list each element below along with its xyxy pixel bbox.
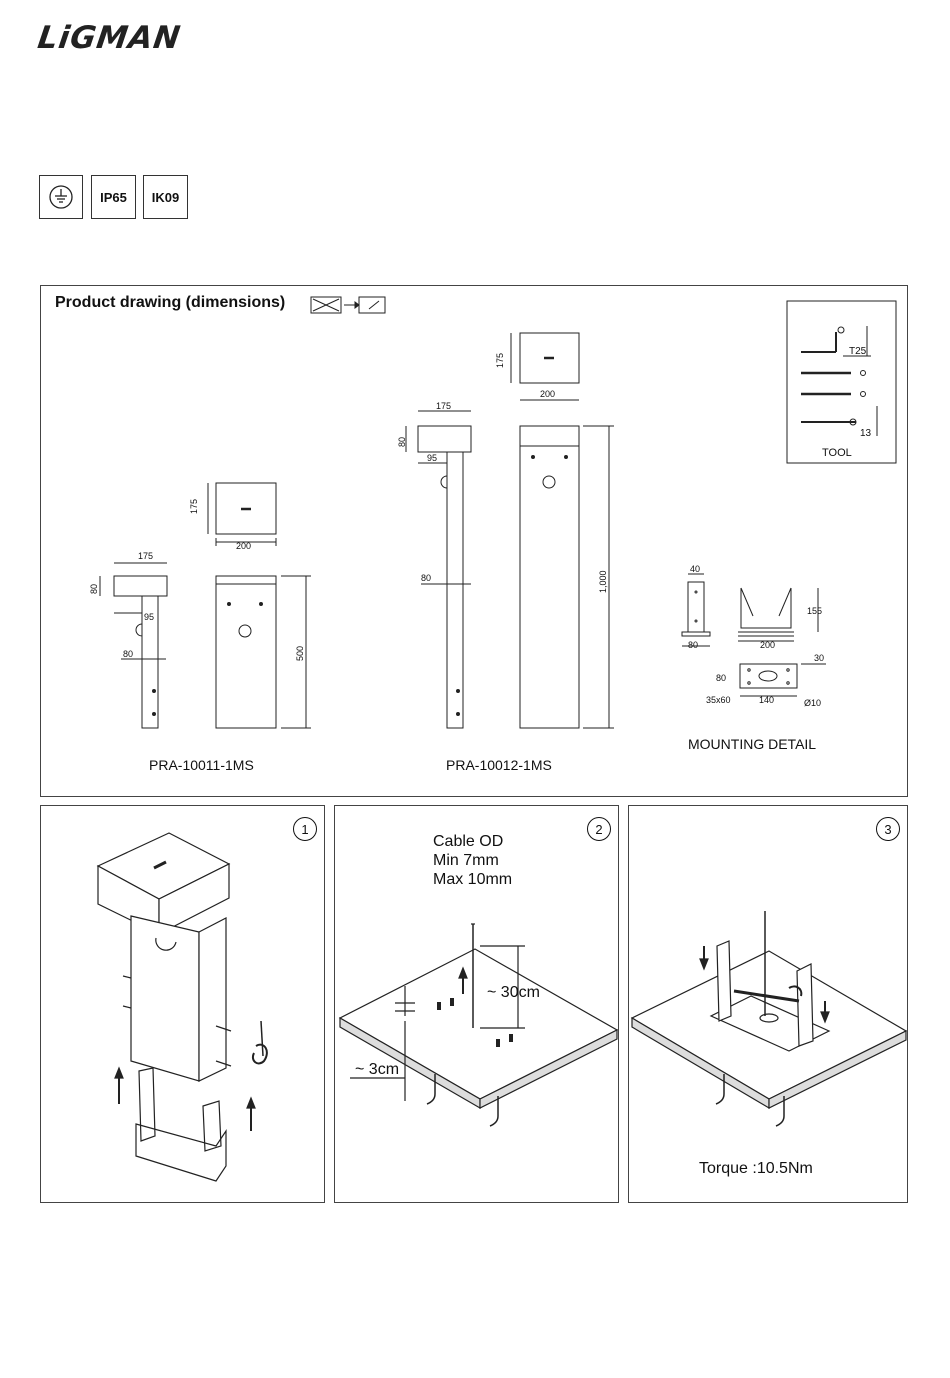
earth-ground-icon [39, 175, 83, 219]
dim-mount-155: 155 [807, 606, 822, 616]
dim-head-h-large: 80 [397, 437, 407, 447]
mounting-detail-label: MOUNTING DETAIL [688, 736, 816, 752]
dim-head-w-small: 175 [138, 551, 153, 561]
dim-mount-hole: Ø10 [804, 698, 821, 708]
sealed-lamp-icon [359, 297, 385, 313]
step-1-illustration [41, 806, 326, 1204]
dim-head-w-large: 175 [436, 401, 451, 411]
dim-height-small: 500 [295, 646, 305, 661]
dim-mount-40: 40 [690, 564, 700, 574]
ip-rating-badge: IP65 [91, 175, 136, 219]
dim-post-small: 80 [123, 649, 133, 659]
step-3-panel: 3 Torque :10.5Nm [628, 805, 908, 1203]
dim-mount-p80: 80 [716, 673, 726, 683]
dim-top-h-large: 175 [495, 353, 505, 368]
ik-rating-badge: IK09 [143, 175, 188, 219]
dimension-drawing: 200 175 95 80 175 80 500 200 175 95 80 1… [41, 286, 909, 798]
tool-t25: T25 [849, 346, 867, 357]
thickness-label: ~ 3cm [355, 1061, 399, 1078]
product-drawing-panel: Product drawing (dimensions) [40, 285, 908, 797]
dim-offset-small: 95 [144, 612, 154, 622]
step-2-panel: 2 Cable OD Min 7mm Max 10mm ~ 30cm ~ 3cm [334, 805, 619, 1203]
model-small-label: PRA-10011-1MS [149, 757, 254, 773]
dim-offset-large: 95 [427, 453, 437, 463]
dim-mount-200: 200 [760, 640, 775, 650]
dim-head-h-small: 80 [89, 584, 99, 594]
dim-mount-30: 30 [814, 653, 824, 663]
depth-label: ~ 30cm [487, 984, 540, 1001]
dim-top-w-small: 200 [236, 541, 251, 551]
dim-mount-140: 140 [759, 695, 774, 705]
ligman-logo: LiGMAN [35, 20, 183, 56]
model-large-label: PRA-10012-1MS [446, 757, 552, 773]
dim-height-large: 1,000 [598, 570, 608, 593]
dim-top-h-small: 175 [189, 499, 199, 514]
dim-post-large: 80 [421, 573, 431, 583]
tool-spanner-size: 13 [860, 428, 872, 439]
step-1-panel: 1 [40, 805, 325, 1203]
step-3-illustration [629, 806, 909, 1204]
dim-mount-slot: 35x60 [706, 695, 731, 705]
dim-mount-b80: 80 [688, 640, 698, 650]
step-2-illustration: ~ 30cm ~ 3cm [335, 806, 620, 1204]
tool-label: TOOL [822, 447, 852, 459]
dim-top-w-large: 200 [540, 389, 555, 399]
